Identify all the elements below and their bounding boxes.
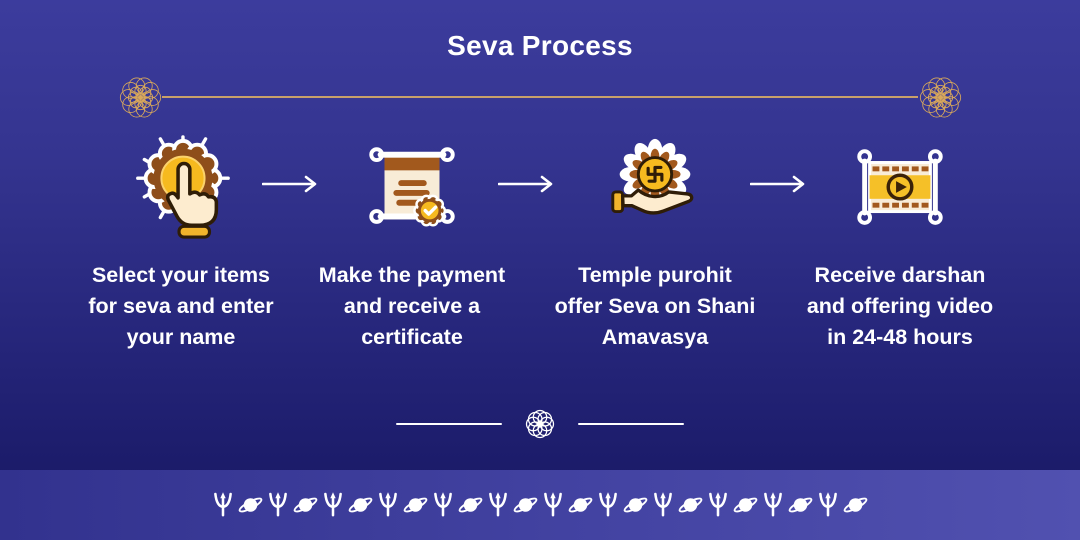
step-label-line: and receive a — [343, 294, 481, 318]
trishul-icon — [323, 492, 342, 517]
trishul-icon — [708, 492, 727, 517]
saturn-icon — [238, 497, 262, 513]
step-receive-video: Receive darshan and offering video in 24… — [774, 134, 1026, 353]
step-label-line: in 24-48 hours — [827, 325, 973, 349]
saturn-icon — [568, 497, 592, 513]
step-label-line: Receive darshan — [814, 263, 986, 287]
footer-pattern — [0, 470, 1080, 540]
step-select-items: Select your items for seva and enter you… — [55, 134, 307, 353]
mandala-ornament-left — [119, 77, 162, 118]
offering-hand-icon — [611, 138, 694, 215]
step-label-line: Select your items — [91, 263, 271, 287]
page-title: Seva Process — [447, 30, 633, 61]
trishul-icon — [598, 492, 617, 517]
bottom-ornament — [0, 404, 1080, 444]
trishul-icon — [543, 492, 562, 517]
arrow-right-icon — [498, 175, 553, 193]
saturn-icon — [293, 497, 317, 513]
saturn-icon — [348, 497, 372, 513]
step-label: Temple purohit offer Seva on Shani Amava… — [529, 260, 781, 353]
saturn-icon — [458, 497, 482, 513]
trishul-icon — [268, 492, 287, 517]
trishul-icon — [763, 492, 782, 517]
step-label-line: and offering video — [806, 294, 994, 318]
step-payment-certificate: Make the payment and receive a certifica… — [286, 134, 538, 353]
saturn-icon — [623, 497, 647, 513]
trishul-icon — [433, 492, 452, 517]
divider-line — [162, 96, 918, 98]
arrow-right-icon — [262, 175, 317, 193]
step-label-line: Make the payment — [318, 263, 506, 287]
saturn-icon — [678, 497, 702, 513]
trishul-icon — [488, 492, 507, 517]
trishul-icon — [653, 492, 672, 517]
video-darshan-icon — [857, 149, 943, 225]
saturn-icon — [843, 497, 867, 513]
tap-select-icon — [136, 135, 230, 239]
step-label: Receive darshan and offering video in 24… — [774, 260, 1026, 353]
step-label-line: Amavasya — [601, 325, 709, 349]
step-label-line: certificate — [361, 325, 463, 349]
step-label-line: Temple purohit — [578, 263, 732, 287]
saturn-icon — [733, 497, 757, 513]
rosette-ornament — [525, 409, 555, 439]
step-label-line: your name — [126, 325, 236, 349]
trishul-icon — [818, 492, 837, 517]
saturn-icon — [403, 497, 427, 513]
trishul-icon — [213, 492, 232, 517]
step-label-line: offer Seva on Shani — [554, 294, 756, 318]
trishul-icon — [378, 492, 397, 517]
mandala-ornament-right — [919, 77, 962, 118]
step-label-line: for seva and enter — [88, 294, 274, 318]
step-temple-purohit-seva: Temple purohit offer Seva on Shani Amava… — [529, 134, 781, 353]
step-label: Make the payment and receive a certifica… — [286, 260, 538, 353]
ornament-line-right — [578, 423, 684, 425]
saturn-icon — [788, 497, 812, 513]
certificate-icon — [369, 147, 455, 227]
arrow-right-icon — [750, 175, 805, 193]
saturn-icon — [513, 497, 537, 513]
step-label: Select your items for seva and enter you… — [55, 260, 307, 353]
ornament-line-left — [396, 423, 502, 425]
